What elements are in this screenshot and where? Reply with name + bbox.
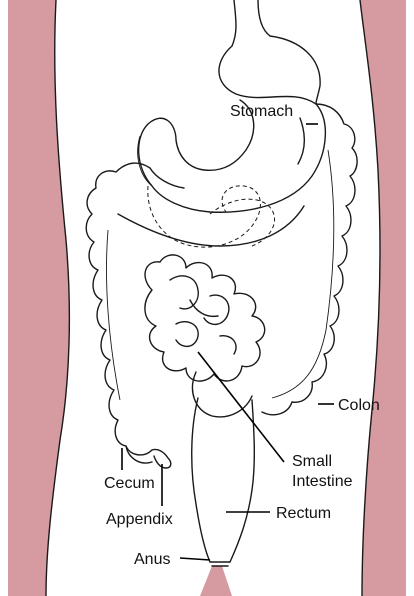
label-rectum: Rectum bbox=[276, 505, 331, 522]
label-stomach: Stomach bbox=[230, 103, 293, 120]
label-cecum: Cecum bbox=[104, 475, 155, 492]
label-small-intestine-line1: Small bbox=[292, 453, 332, 470]
label-anus: Anus bbox=[134, 551, 170, 568]
label-colon: Colon bbox=[338, 397, 380, 414]
label-small-intestine-line2: Intestine bbox=[292, 473, 353, 490]
label-appendix: Appendix bbox=[106, 511, 173, 528]
